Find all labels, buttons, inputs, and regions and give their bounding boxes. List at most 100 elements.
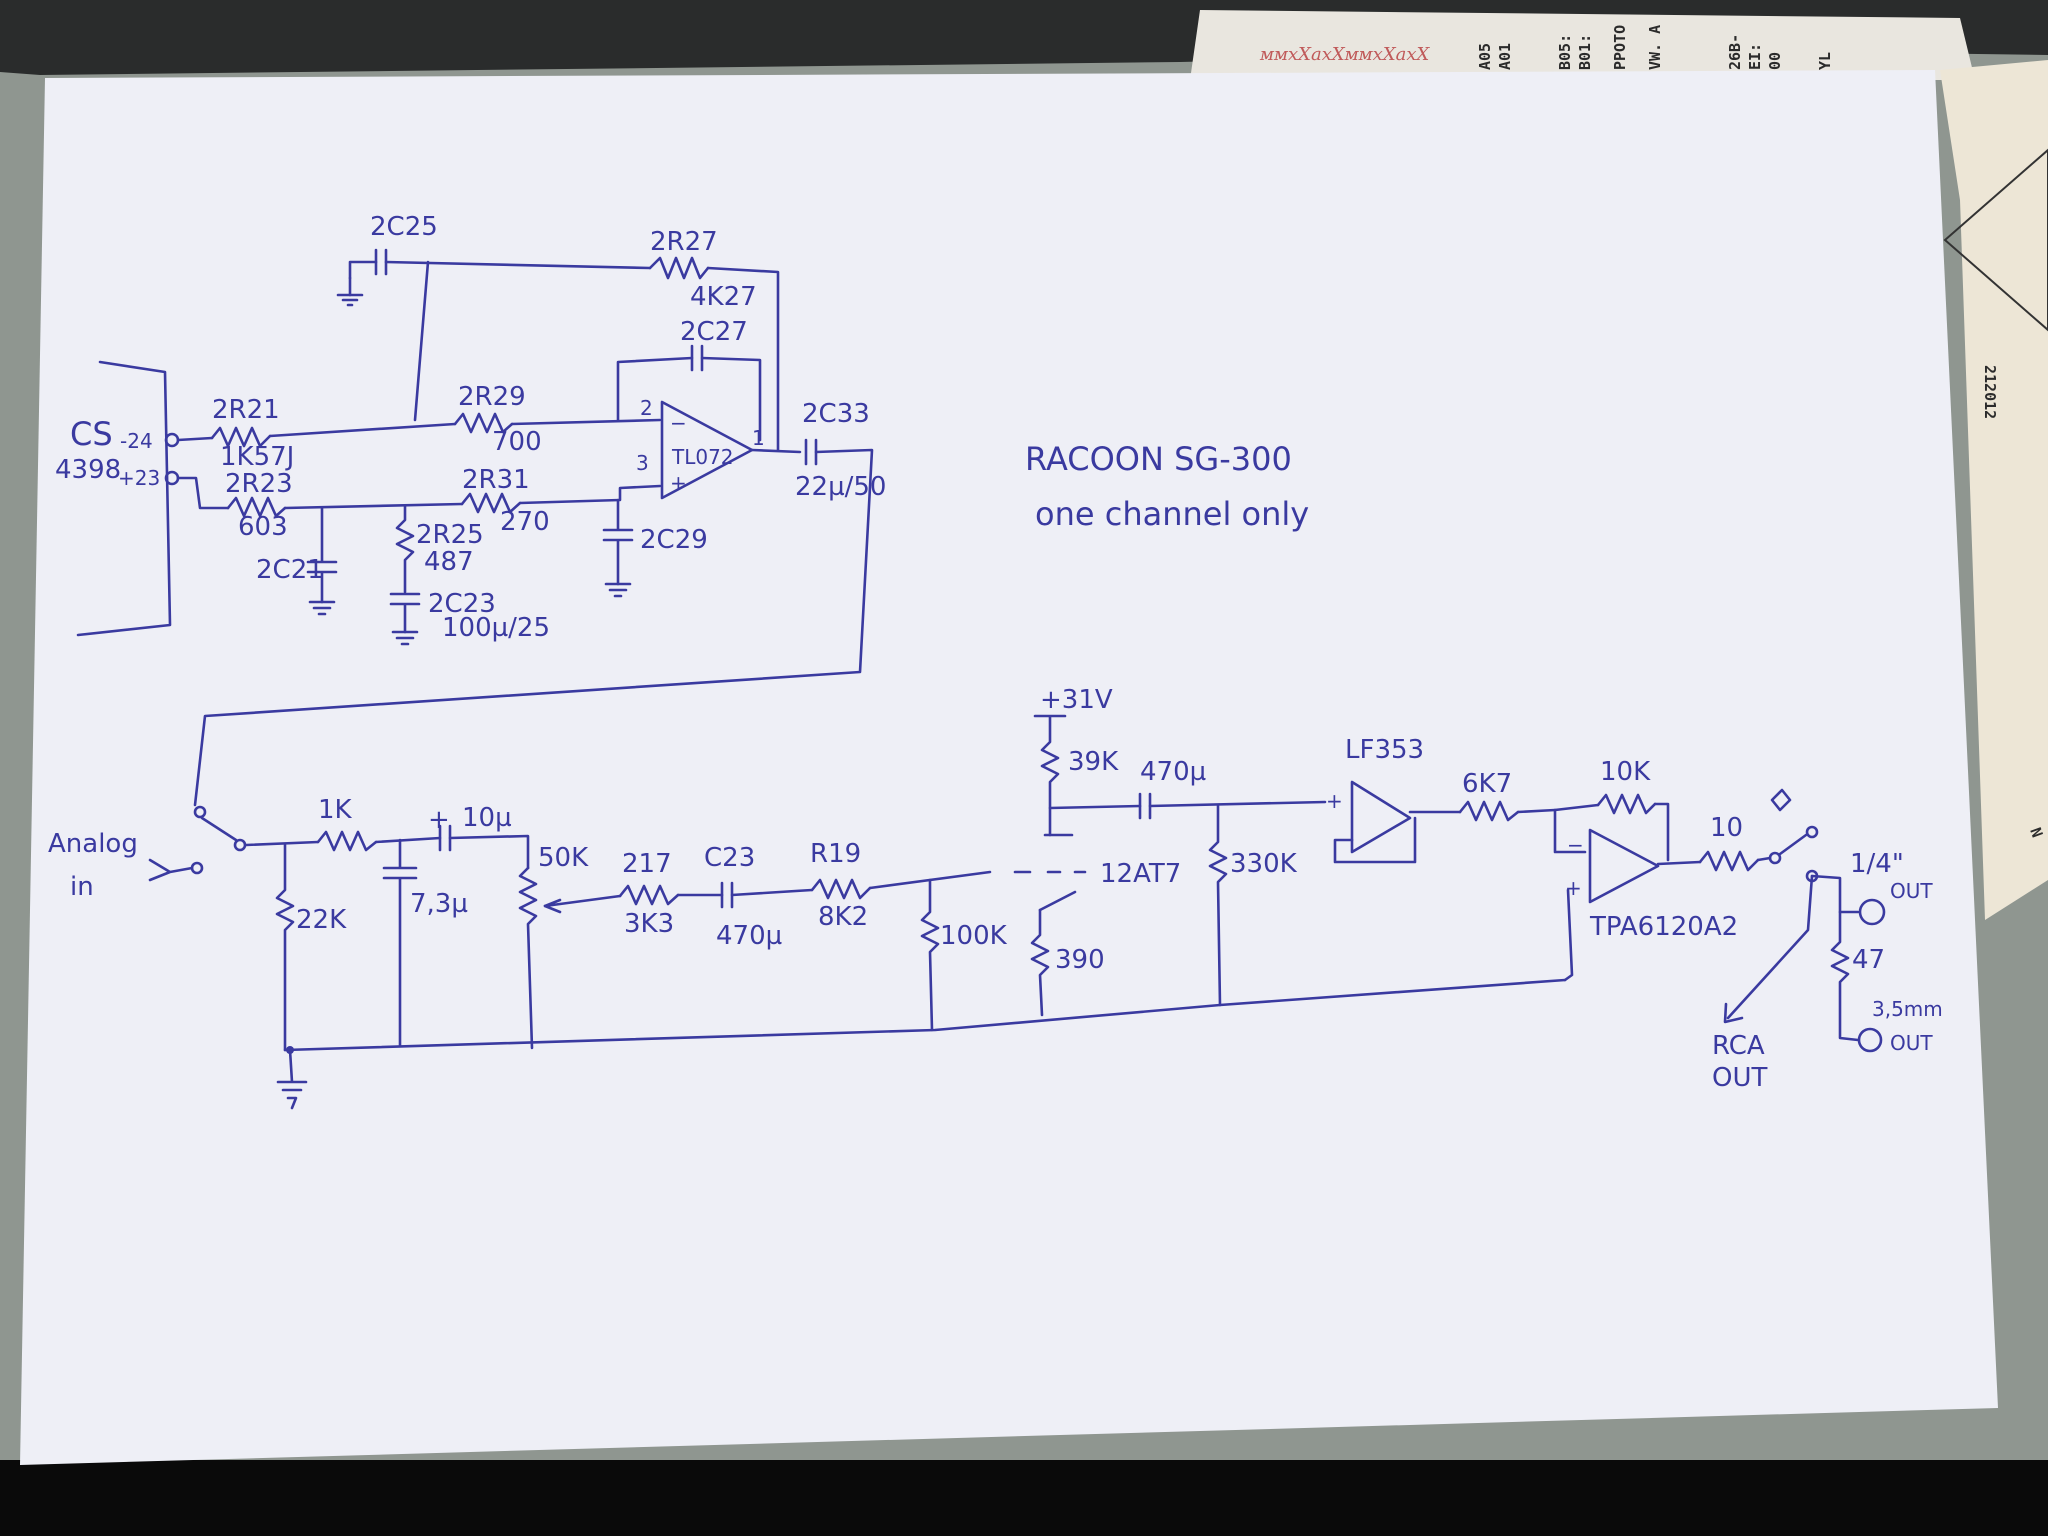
tube-cathode: [1038, 890, 1077, 912]
label-opamp-tl072: TL072: [671, 445, 734, 469]
label-2c23-ref: 2C23: [428, 589, 496, 619]
chip-connector-outline: [76, 360, 172, 637]
ground-symbol-2c29: [604, 582, 632, 598]
label-217-ref: 217: [622, 849, 672, 879]
resistor-47: [1830, 910, 1860, 1042]
pin-24-terminal: [164, 432, 180, 448]
label-2c33-value: 22µ/50: [795, 472, 886, 502]
label-6k7: 6K7: [1462, 769, 1512, 799]
chip-label-cs: CS: [70, 415, 113, 453]
resistor-r19: [810, 878, 872, 900]
label-2r31-ref: 2R31: [462, 465, 530, 495]
svg-text:B01:: B01:: [1576, 34, 1594, 70]
label-10k: 10K: [1600, 757, 1651, 787]
wire-2c25-to-inverting: [413, 260, 430, 422]
resistor-100k: [920, 878, 940, 1032]
resistor-2r23: [226, 496, 287, 518]
capacitor-2c21: [306, 506, 338, 604]
capacitor-2c23: [389, 592, 421, 634]
svg-text:+: +: [428, 805, 450, 835]
input-switch-contact-lower: [190, 861, 204, 875]
label-2r25-value: 487: [424, 547, 474, 577]
svg-text:B05:: B05:: [1556, 34, 1574, 70]
label-470u: 470µ: [1140, 757, 1206, 787]
input-switch-common: [233, 838, 247, 852]
label-in: in: [70, 872, 94, 902]
output-switch-common: [1768, 851, 1782, 865]
label-2r25-ref: 2R25: [416, 520, 484, 550]
label-mini-jack-out: OUT: [1890, 1031, 1933, 1055]
capacitor-2c25: [374, 248, 388, 276]
ground-symbol-2c23: [391, 630, 419, 646]
label-10: 10: [1710, 813, 1743, 843]
title-line-1: RACOON SG-300: [1025, 440, 1292, 478]
svg-text:26B-: 26B-: [1726, 34, 1744, 70]
receipt-paper: [1190, 10, 1975, 80]
label-quarter-inch-out: OUT: [1890, 879, 1933, 903]
capacitor-2c33: [804, 438, 818, 466]
opamp-pin-1: 1: [752, 426, 765, 450]
resistor-330k: [1208, 804, 1228, 1007]
output-switch-contact-upper: [1805, 825, 1819, 839]
label-2c29: 2C29: [640, 525, 708, 555]
resistor-2r31: [460, 492, 522, 514]
svg-text:00: 00: [1766, 52, 1784, 70]
label-50k: 50K: [538, 843, 589, 873]
output-switch-lever: [1778, 833, 1808, 856]
label-rca-out: OUT: [1712, 1063, 1767, 1093]
side-document-box: [1943, 148, 2048, 332]
label-2r27-ref: 2R27: [650, 227, 718, 257]
label-390: 390: [1055, 945, 1105, 975]
quarter-inch-jack: [1858, 898, 1886, 926]
resistor-10: [1698, 850, 1760, 872]
capacitor-2c29: [602, 498, 634, 586]
receipt-handwriting: ᴍᴍxXaxXᴍᴍxXaxX: [1259, 44, 1431, 65]
label-2r21-ref: 2R21: [212, 395, 280, 425]
label-2r23-value: 603: [238, 512, 288, 542]
label-mini-jack: 3,5mm: [1872, 997, 1943, 1021]
capacitor-7u3: [382, 838, 418, 1047]
svg-text:EI:: EI:: [1746, 43, 1764, 70]
mini-jack: [1857, 1027, 1883, 1053]
input-switch-contact-upper: [193, 805, 207, 819]
label-r19-value: 8K2: [818, 902, 868, 932]
svg-text:VW. A: VW. A: [1646, 25, 1664, 70]
label-2r23-ref: 2R23: [225, 469, 293, 499]
resistor-22k: [275, 843, 295, 1052]
lower-stage: Analog in 1K 22K 7,3µ + 10µ 50K 217 3K3 …: [48, 685, 1943, 1110]
label-330k: 330K: [1230, 849, 1298, 879]
label-2c27: 2C27: [680, 317, 748, 347]
resistor-10k: [1596, 793, 1657, 815]
resistor-390: [1030, 908, 1050, 1017]
side-document-number: 212012: [1981, 365, 1999, 419]
capacitor-2c27: [690, 344, 704, 372]
capacitor-470u: [1138, 792, 1152, 820]
label-2r29-value: 700: [492, 427, 542, 457]
input-jack-arrow: [148, 858, 194, 882]
pin-label-plus: +23: [118, 466, 160, 490]
label-1k: 1K: [318, 795, 353, 825]
chip-label-4398: 4398: [55, 455, 121, 485]
ground-symbol-2c21: [308, 600, 336, 616]
label-2r21-value: 1K57J: [220, 442, 294, 472]
receipt-codes: A05 A01 B05: B01: PPOTO VW. A 26B- EI: 0…: [1476, 25, 1834, 70]
label-39k: 39K: [1068, 747, 1119, 777]
label-2c25: 2C25: [370, 212, 438, 242]
label-10u: 10µ: [462, 803, 512, 833]
label-plus-31v: +31V: [1040, 685, 1113, 715]
input-switch-lever: [200, 816, 238, 842]
wire-rca: [1726, 874, 1814, 1020]
resistor-1k: [316, 830, 378, 852]
rca-arrow: [1723, 1002, 1744, 1024]
label-22k: 22K: [296, 905, 347, 935]
resistor-39k: [1033, 714, 1067, 837]
svg-text:−: −: [1567, 833, 1584, 857]
label-47: 47: [1852, 945, 1885, 975]
label-lf353: LF353: [1345, 735, 1424, 765]
label-c23-ref: C23: [704, 843, 755, 873]
label-c23-value: 470µ: [716, 921, 782, 951]
label-100k: 100K: [940, 921, 1008, 951]
ground-rail: [283, 978, 1567, 1052]
